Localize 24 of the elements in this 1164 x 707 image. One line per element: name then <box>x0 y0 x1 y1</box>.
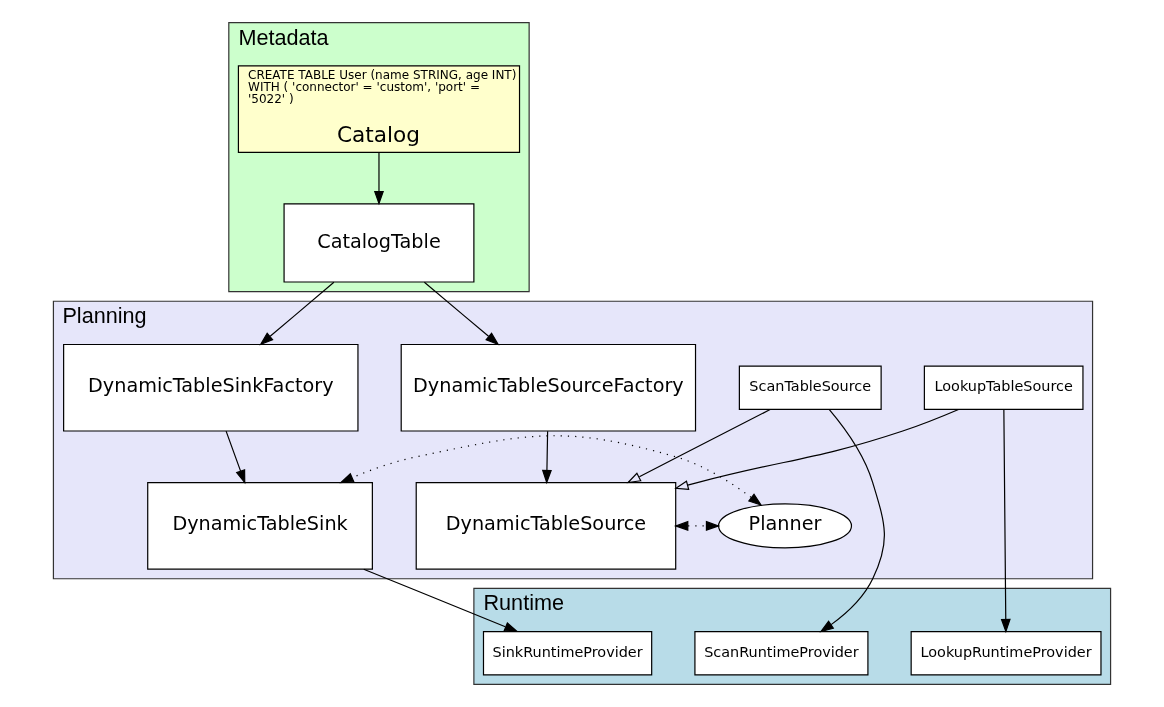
node-box: DynamicTableSourceFactory <box>400 343 697 432</box>
node-ellipse: Planner <box>718 503 853 549</box>
arrow <box>819 408 885 633</box>
arrow <box>541 430 552 485</box>
node-box: ScanRuntimeProvider <box>694 631 869 676</box>
node-box: CatalogTable <box>283 203 475 283</box>
arrow <box>1000 408 1011 634</box>
arrow <box>373 152 385 206</box>
node-box: DynamicTableSink <box>147 482 373 570</box>
node-box: DynamicTableSinkFactory <box>63 343 359 432</box>
node-box: LookupTableSource <box>923 365 1084 410</box>
arrow <box>626 408 771 484</box>
arrow <box>259 281 335 346</box>
arrow <box>339 435 763 507</box>
arrow <box>673 520 721 531</box>
node-box: DynamicTableSource <box>415 482 677 570</box>
arrow <box>423 281 500 346</box>
node-box: CREATE TABLE User (name STRING, age INT) WITH ( 'connector' = 'custom', 'port' = '5022' ) Catalog <box>237 65 521 153</box>
node-box: LookupRuntimeProvider <box>910 631 1102 676</box>
arrow <box>225 430 246 485</box>
arrow <box>674 408 960 490</box>
node-box: ScanTableSource <box>738 365 882 410</box>
node-box: SinkRuntimeProvider <box>482 631 653 676</box>
arrow <box>363 568 519 633</box>
